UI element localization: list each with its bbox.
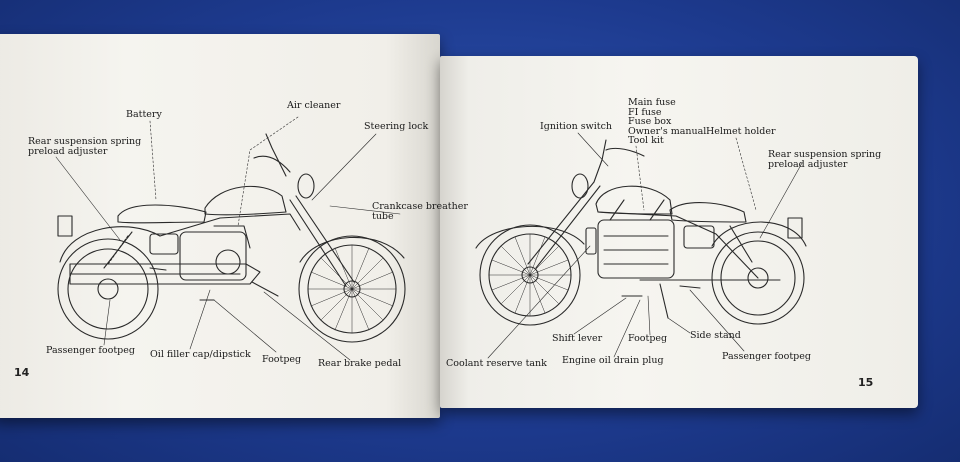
leader-lines (55, 116, 803, 361)
label-passenger-footpeg-left: Passenger footpeg (46, 345, 135, 356)
label-rear-suspension-left-line2: preload adjuster (28, 145, 108, 157)
label-steering-lock: Steering lock (364, 121, 429, 132)
label-crankcase-line2: tube (372, 210, 394, 222)
label-crankcase-breather: Crankcase breather tube (372, 202, 468, 221)
page-number-right: 15 (858, 376, 874, 389)
label-rear-suspension-right-line2: preload adjuster (768, 158, 848, 170)
label-engine-oil-drain-plug: Engine oil drain plug (562, 355, 664, 366)
label-footpeg-left: Footpeg (262, 354, 302, 365)
label-shift-lever: Shift lever (552, 333, 603, 344)
label-rear-suspension-left-line1: Rear suspension spring (28, 136, 142, 147)
label-passenger-footpeg-right: Passenger footpeg (722, 351, 811, 362)
label-oil-filler: Oil filler cap/dipstick (150, 349, 251, 360)
label-ignition-switch: Ignition switch (540, 121, 613, 132)
right-motorcycle-drawing (475, 139, 807, 326)
label-battery: Battery (126, 109, 162, 120)
label-fuse-group: Main fuse FI fuse Fuse box Owner's manua… (628, 98, 706, 146)
label-owners-manual: Owner's manual (628, 125, 707, 137)
label-main-fuse: Main fuse (628, 97, 676, 108)
label-rear-suspension-left: Rear suspension spring preload adjuster (28, 137, 141, 156)
label-helmet-holder: Helmet holder (706, 126, 776, 137)
label-rear-suspension-right: Rear suspension spring preload adjuster (768, 150, 881, 169)
label-tool-kit: Tool kit (628, 135, 664, 146)
label-air-cleaner: Air cleaner (287, 100, 341, 111)
left-motorcycle-drawing (57, 133, 406, 343)
label-coolant-reserve-tank: Coolant reserve tank (446, 358, 547, 369)
label-crankcase-line1: Crankcase breather (372, 201, 468, 212)
label-rear-suspension-right-line1: Rear suspension spring (768, 149, 882, 160)
right-manual-page (440, 56, 918, 408)
label-side-stand: Side stand (690, 330, 741, 341)
label-rear-brake-pedal: Rear brake pedal (318, 358, 402, 369)
label-fuse-box: Fuse box (628, 116, 672, 127)
page-number-left: 14 (14, 366, 30, 379)
label-fi-fuse: FI fuse (628, 106, 662, 118)
label-footpeg-right: Footpeg (628, 333, 668, 344)
